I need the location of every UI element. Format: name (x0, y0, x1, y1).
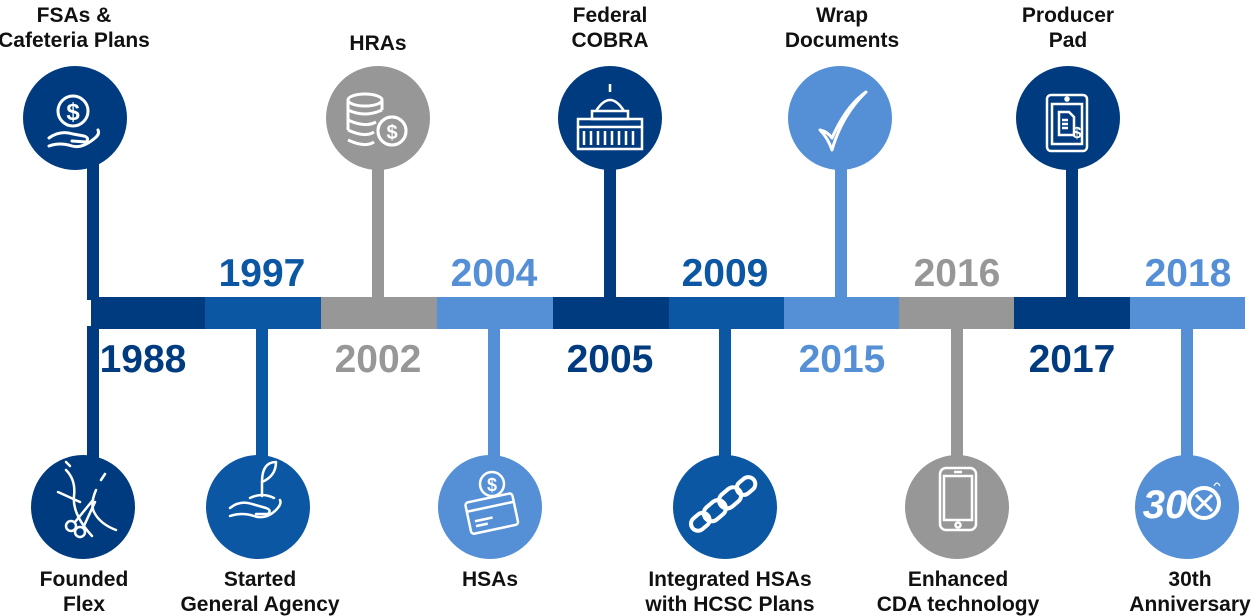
label-flex: Flex (63, 593, 105, 616)
timeline-segment (1014, 297, 1130, 329)
svg-text:$: $ (487, 475, 497, 495)
svg-text:$: $ (386, 122, 397, 144)
milestone-circle (23, 66, 127, 170)
checkmark-icon (818, 90, 868, 152)
connector-line (1181, 326, 1193, 470)
label-founded: Founded (40, 568, 129, 591)
connector-line (951, 326, 963, 470)
smartphone-icon (938, 466, 978, 532)
timeline-segment (205, 297, 321, 329)
milestone-circle (788, 66, 892, 170)
label-30th: 30th (1168, 568, 1211, 591)
timeline-segment (669, 297, 784, 329)
tablet-dollar-icon: $ (1045, 93, 1089, 153)
card-dollar-icon: $ (464, 470, 520, 535)
connector-line (372, 140, 384, 300)
label-started: Started (224, 568, 296, 591)
year-2004: 2004 (451, 252, 538, 295)
connector-line (835, 140, 847, 300)
year-2017: 2017 (1029, 338, 1116, 381)
year-2009: 2009 (682, 252, 769, 295)
label-integrated-hsas: Integrated HSAs (648, 568, 811, 591)
label-documents: Documents (785, 29, 899, 52)
timeline-segment (899, 297, 1014, 329)
ribbon-scissors-icon (56, 460, 118, 539)
connector-line (604, 140, 616, 300)
label-general-agency: General Agency (180, 593, 339, 616)
label-cda-technology: CDA technology (877, 593, 1040, 616)
year-2018: 2018 (1145, 252, 1232, 295)
connector-line (87, 326, 99, 470)
connector-line (256, 326, 268, 470)
connector-line (719, 326, 731, 470)
label-anniversary: Anniversary (1129, 593, 1251, 616)
connector-line (488, 326, 500, 470)
label-hcsc-plans: with HCSC Plans (644, 593, 814, 616)
milestone-circle (1016, 66, 1120, 170)
milestone-circle (326, 66, 430, 170)
milestone-circle (1135, 455, 1239, 559)
timeline-bar (91, 297, 1245, 329)
timeline-segment (91, 297, 205, 329)
year-2005: 2005 (567, 338, 654, 381)
year-1988: 1988 (100, 338, 187, 381)
timeline-segment (321, 297, 437, 329)
hand-dollar-icon: $ (47, 94, 101, 149)
label-federal: Federal (573, 4, 648, 27)
chain-link-icon (688, 475, 758, 533)
label-enhanced: Enhanced (908, 568, 1008, 591)
svg-text:$: $ (1073, 125, 1082, 142)
label-fsas-line2: Cafeteria Plans (0, 29, 150, 52)
year-2002: 2002 (335, 338, 422, 381)
label-wrap: Wrap (816, 4, 868, 27)
svg-text:$: $ (66, 99, 80, 126)
label-hras: HRAs (349, 32, 406, 55)
timeline-connectors (87, 140, 1193, 470)
year-2016: 2016 (914, 252, 1001, 295)
coins-dollar-icon: $ (346, 92, 408, 147)
label-producer: Producer (1022, 4, 1114, 27)
connector-line (1066, 140, 1078, 300)
label-hsas: HSAs (462, 568, 518, 591)
timeline-segment (437, 297, 553, 329)
connector-line (87, 140, 99, 300)
milestone-circle (905, 455, 1009, 559)
capitol-building-icon (576, 84, 644, 151)
label-fsas-line1: FSAs & (37, 4, 112, 27)
year-2015: 2015 (799, 338, 886, 381)
label-cobra: COBRA (572, 29, 649, 52)
timeline-segment (784, 297, 899, 329)
30th-badge-icon: 30 (1143, 482, 1221, 527)
badge-30-text: 30 (1143, 483, 1188, 527)
milestone-circle (31, 455, 135, 559)
year-1997: 1997 (219, 252, 306, 295)
timeline-segment (553, 297, 669, 329)
label-pad: Pad (1049, 29, 1088, 52)
plant-hand-icon (228, 460, 282, 519)
timeline-segment (1130, 297, 1245, 329)
